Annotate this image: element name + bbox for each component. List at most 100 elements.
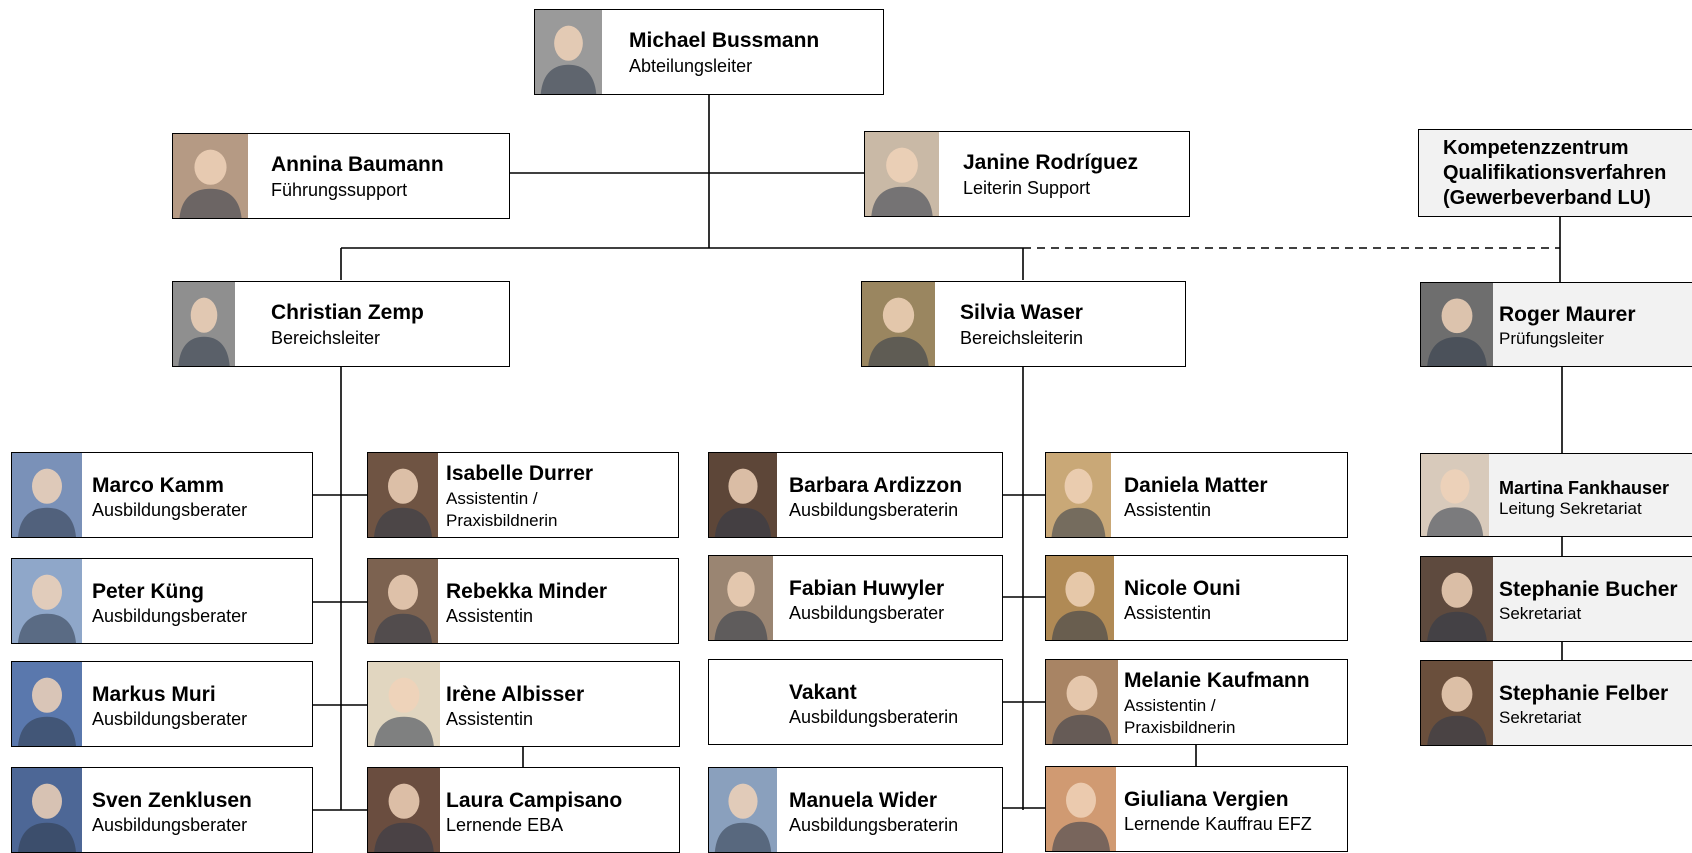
card-name: Stephanie Bucher bbox=[1499, 578, 1678, 601]
card-staff: Barbara Ardizzon Ausbildungsberaterin bbox=[708, 452, 1003, 538]
kz-line-3: (Gewerbeverband LU) bbox=[1443, 187, 1651, 209]
card-stab-left: Annina Baumann Führungssupport bbox=[172, 133, 510, 219]
card-name: Manuela Wider bbox=[789, 789, 938, 812]
card-name: Laura Campisano bbox=[446, 789, 623, 812]
card-name: Vakant bbox=[789, 681, 857, 704]
card-role: Assistentin bbox=[446, 606, 534, 626]
portrait-icon bbox=[12, 768, 82, 852]
card-staff: Sven Zenklusen Ausbildungsberater bbox=[11, 767, 313, 853]
card-staff: Vakant Ausbildungsberaterin bbox=[708, 659, 1003, 745]
card-name: Stephanie Felber bbox=[1499, 682, 1669, 705]
card-role: Assistentin bbox=[1124, 500, 1212, 520]
card-staff: Stephanie Felber Sekretariat bbox=[1420, 660, 1692, 746]
card-staff: Laura Campisano Lernende EBA bbox=[367, 767, 680, 853]
card-area-mid-head: Silvia Waser Bereichsleiterin bbox=[861, 281, 1186, 367]
card-staff: Giuliana Vergien Lernende Kauffrau EFZ bbox=[1045, 766, 1348, 852]
card-name: Barbara Ardizzon bbox=[789, 474, 963, 497]
card-staff: Irène Albisser Assistentin bbox=[367, 661, 680, 747]
card-stab-right: Janine Rodríguez Leiterin Support bbox=[864, 131, 1190, 217]
portrait-icon bbox=[368, 662, 440, 746]
portrait-icon bbox=[1421, 661, 1493, 745]
card-name: Fabian Huwyler bbox=[789, 577, 945, 600]
portrait-icon bbox=[1046, 556, 1114, 640]
card-name: Daniela Matter bbox=[1124, 474, 1268, 497]
card-name: Markus Muri bbox=[92, 683, 216, 706]
card-staff: Stephanie Bucher Sekretariat bbox=[1420, 556, 1692, 642]
card-staff: Isabelle Durrer Assistentin / Praxisbild… bbox=[367, 452, 679, 538]
portrait-icon bbox=[368, 453, 438, 537]
card-role: Ausbildungsberater bbox=[92, 606, 248, 626]
portrait-icon bbox=[709, 768, 777, 852]
portrait-icon bbox=[368, 768, 440, 852]
card-staff: Fabian Huwyler Ausbildungsberater bbox=[708, 555, 1003, 641]
portrait-icon bbox=[1046, 660, 1118, 744]
portrait-icon bbox=[709, 453, 777, 537]
portrait-icon bbox=[173, 282, 235, 366]
portrait-icon bbox=[865, 132, 939, 216]
card-name: Christian Zemp bbox=[271, 301, 424, 324]
card-staff: Manuela Wider Ausbildungsberaterin bbox=[708, 767, 1003, 853]
portrait-icon bbox=[535, 10, 602, 94]
card-name: Melanie Kaufmann bbox=[1124, 669, 1310, 692]
card-staff: Nicole Ouni Assistentin bbox=[1045, 555, 1348, 641]
card-area-left-head: Christian Zemp Bereichsleiter bbox=[172, 281, 510, 367]
card-role: Bereichsleiter bbox=[271, 328, 381, 348]
card-staff: Daniela Matter Assistentin bbox=[1045, 452, 1348, 538]
card-name: Silvia Waser bbox=[960, 301, 1083, 324]
card-name: Martina Fankhauser bbox=[1499, 478, 1670, 498]
card-name: Peter Küng bbox=[92, 580, 205, 603]
card-role: Ausbildungsberaterin bbox=[789, 500, 959, 520]
portrait-icon bbox=[1046, 453, 1111, 537]
portrait-icon bbox=[1421, 283, 1493, 366]
card-role: Prüfungsleiter bbox=[1499, 329, 1604, 348]
card-name: Janine Rodríguez bbox=[963, 151, 1139, 174]
portrait-icon bbox=[368, 559, 438, 643]
portrait-icon bbox=[1421, 557, 1493, 641]
card-staff: Melanie Kaufmann Assistentin / Praxisbil… bbox=[1045, 659, 1348, 745]
card-role: Bereichsleiterin bbox=[960, 328, 1084, 348]
card-name: Rebekka Minder bbox=[446, 580, 608, 603]
portrait-icon bbox=[862, 282, 935, 366]
portrait-icon bbox=[12, 559, 82, 643]
card-role-2: Praxisbildnerin bbox=[1124, 718, 1236, 737]
card-role: Assistentin / bbox=[446, 489, 538, 508]
card-role: Ausbildungsberater bbox=[789, 603, 945, 623]
card-role: Leitung Sekretariat bbox=[1499, 499, 1642, 518]
card-role-2: Praxisbildnerin bbox=[446, 511, 558, 530]
card-area-right-head: Roger Maurer Prüfungsleiter bbox=[1420, 282, 1692, 367]
card-role: Assistentin bbox=[1124, 603, 1212, 623]
portrait-icon bbox=[1421, 454, 1489, 536]
card-staff: Peter Küng Ausbildungsberater bbox=[11, 558, 313, 644]
card-role: Sekretariat bbox=[1499, 708, 1582, 727]
portrait-icon bbox=[1046, 767, 1116, 851]
card-name: Nicole Ouni bbox=[1124, 577, 1241, 600]
card-name: Irène Albisser bbox=[446, 683, 585, 706]
card-role: Ausbildungsberaterin bbox=[789, 707, 959, 727]
card-name: Roger Maurer bbox=[1499, 303, 1636, 326]
card-name: Isabelle Durrer bbox=[446, 462, 594, 485]
card-kompetenzzentrum: Kompetenzzentrum Qualifikationsverfahren… bbox=[1418, 129, 1692, 217]
portrait-icon bbox=[173, 134, 248, 218]
card-staff: Martina Fankhauser Leitung Sekretariat bbox=[1420, 453, 1692, 537]
card-staff: Rebekka Minder Assistentin bbox=[367, 558, 679, 644]
card-role: Ausbildungsberater bbox=[92, 709, 248, 729]
kz-line-1: Kompetenzzentrum bbox=[1443, 137, 1629, 159]
portrait-icon bbox=[12, 453, 82, 537]
card-role: Lernende EBA bbox=[446, 815, 564, 835]
card-name: Michael Bussmann bbox=[629, 29, 820, 52]
card-role: Ausbildungsberaterin bbox=[789, 815, 959, 835]
card-role: Abteilungsleiter bbox=[629, 56, 753, 76]
card-role: Ausbildungsberater bbox=[92, 815, 248, 835]
card-role: Sekretariat bbox=[1499, 604, 1582, 623]
card-name: Annina Baumann bbox=[271, 153, 444, 176]
card-name: Marco Kamm bbox=[92, 474, 224, 497]
card-name: Giuliana Vergien bbox=[1124, 788, 1289, 811]
kz-line-2: Qualifikationsverfahren bbox=[1443, 162, 1667, 184]
card-top: Michael Bussmann Abteilungsleiter bbox=[534, 9, 884, 95]
card-staff: Markus Muri Ausbildungsberater bbox=[11, 661, 313, 747]
card-role: Assistentin / bbox=[1124, 696, 1216, 715]
portrait-icon bbox=[709, 556, 773, 640]
portrait-icon bbox=[12, 662, 82, 746]
card-role: Ausbildungsberater bbox=[92, 500, 248, 520]
